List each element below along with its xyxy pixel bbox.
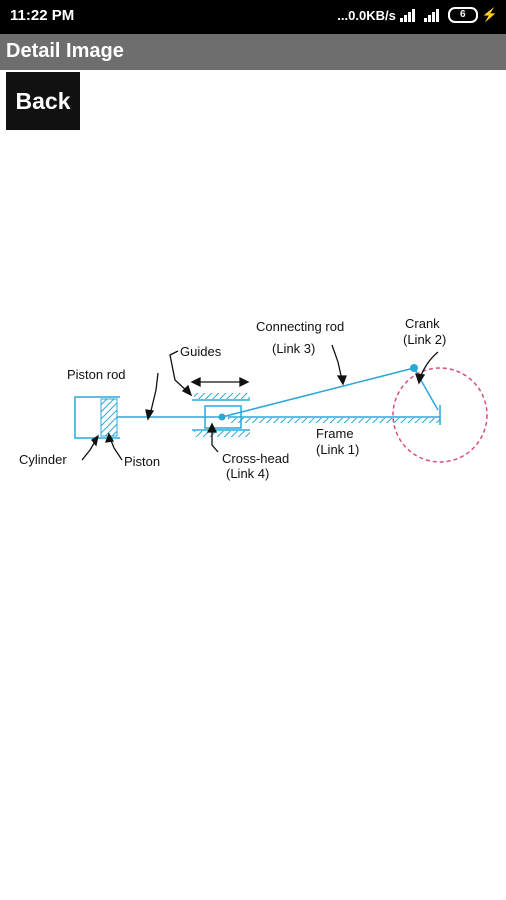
label-link1: (Link 1) — [316, 442, 359, 457]
page-title: Detail Image — [6, 40, 124, 62]
signal-icon — [399, 8, 420, 22]
piston-shape — [100, 398, 118, 437]
label-cross-head: Cross-head — [222, 451, 289, 466]
guides-shape — [192, 393, 250, 437]
mechanism-diagram: Connecting rod (Link 3) Crank (Link 2) G… — [19, 316, 488, 481]
connecting-rod-line — [221, 367, 415, 418]
label-piston: Piston — [124, 454, 160, 469]
label-cylinder: Cylinder — [19, 452, 67, 467]
signal-icon-2 — [423, 8, 444, 22]
frame-hatch — [228, 418, 440, 423]
status-bar: 11:22 PM ...0.0KB/s 6 ⚡ — [0, 0, 506, 34]
label-piston-rod: Piston rod — [67, 367, 126, 382]
leader-lines — [81, 344, 439, 461]
charging-icon: ⚡ — [481, 7, 498, 22]
label-link2: (Link 2) — [403, 332, 446, 347]
label-link4: (Link 4) — [226, 466, 269, 481]
status-indicators: ...0.0KB/s 6 ⚡ — [337, 7, 498, 23]
back-button[interactable]: Back — [6, 72, 80, 130]
battery-icon: 6 — [447, 7, 478, 23]
status-time: 11:22 PM — [10, 7, 75, 24]
label-connecting-rod: Connecting rod — [256, 319, 344, 334]
crank-circle — [392, 367, 488, 463]
label-guides: Guides — [180, 344, 222, 359]
label-link3: (Link 3) — [272, 341, 315, 356]
crank-pin — [410, 364, 418, 372]
label-frame: Frame — [316, 426, 354, 441]
title-bar: Detail Image — [0, 34, 506, 70]
network-speed: ...0.0KB/s — [337, 7, 396, 23]
label-crank: Crank — [405, 316, 440, 331]
